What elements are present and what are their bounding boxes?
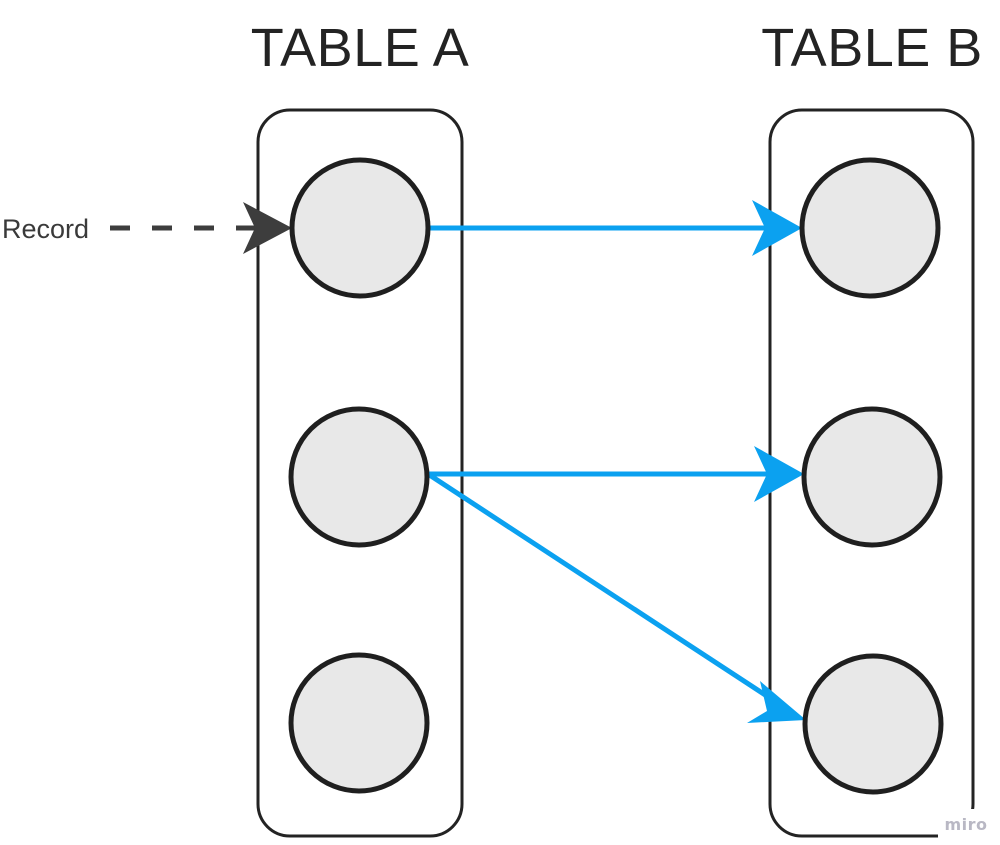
connector-a1-b1[interactable] — [428, 200, 802, 256]
table-a-node-1[interactable] — [289, 157, 431, 299]
record-arrowhead-icon — [243, 202, 292, 254]
connector-a2-b3[interactable] — [426, 471, 806, 723]
table-b-node-2[interactable] — [801, 406, 943, 548]
table-b-node-3[interactable] — [802, 653, 944, 795]
table-a-node-2[interactable] — [288, 406, 430, 548]
connector-a2-b2-arrowhead-icon — [754, 446, 804, 502]
record-label: Record — [2, 214, 89, 244]
table-a-title: TABLE A — [251, 18, 470, 78]
connector-a1-b1-arrowhead-icon — [752, 200, 802, 256]
table-a-node-3[interactable] — [288, 652, 430, 794]
connector-a2-b2[interactable] — [428, 446, 804, 502]
connector-a2-b3-arrowhead-icon — [747, 681, 806, 723]
table-b-node-1[interactable] — [799, 157, 941, 299]
table-b-title: TABLE B — [761, 18, 983, 78]
miro-watermark-text: miro — [944, 814, 988, 834]
miro-watermark: miro — [938, 809, 994, 839]
connector-a2-b3-line — [426, 471, 784, 709]
record-connector[interactable] — [110, 202, 292, 254]
